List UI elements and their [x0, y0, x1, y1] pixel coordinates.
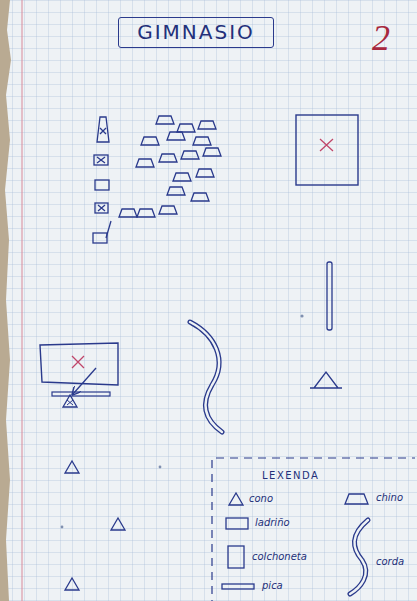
arrow	[73, 368, 96, 394]
mat	[40, 343, 118, 385]
title: GIMNASIO	[118, 17, 274, 48]
cones	[65, 461, 125, 590]
legend-samples	[222, 493, 368, 589]
pica-bar	[327, 262, 332, 330]
dot	[61, 526, 64, 529]
legend-heading: LEXENDA	[262, 470, 319, 482]
rope-inner	[190, 322, 222, 432]
cone	[63, 395, 77, 407]
red-cross	[320, 139, 333, 151]
red-cross	[72, 356, 84, 368]
legend-label: pica	[262, 580, 283, 592]
cone	[310, 372, 342, 388]
rope-sample	[350, 520, 368, 594]
legend-label: colchoneta	[252, 551, 307, 563]
margin-line	[22, 0, 23, 601]
chino-cluster	[119, 116, 221, 217]
material-column	[93, 117, 111, 243]
legend-border	[211, 460, 212, 601]
legend-label: chino	[376, 492, 403, 504]
pica-bar	[52, 392, 110, 396]
rope-sample-inner	[350, 520, 368, 594]
legend-label: cono	[249, 493, 273, 505]
dot	[159, 466, 162, 469]
page-number: 2	[372, 18, 390, 59]
legend-label: ladriño	[255, 517, 290, 529]
mat-square	[296, 115, 358, 185]
torn-edge	[0, 0, 11, 601]
rope	[190, 322, 222, 432]
legend-border	[216, 457, 415, 458]
dot	[300, 314, 303, 317]
legend-label: corda	[376, 556, 404, 568]
